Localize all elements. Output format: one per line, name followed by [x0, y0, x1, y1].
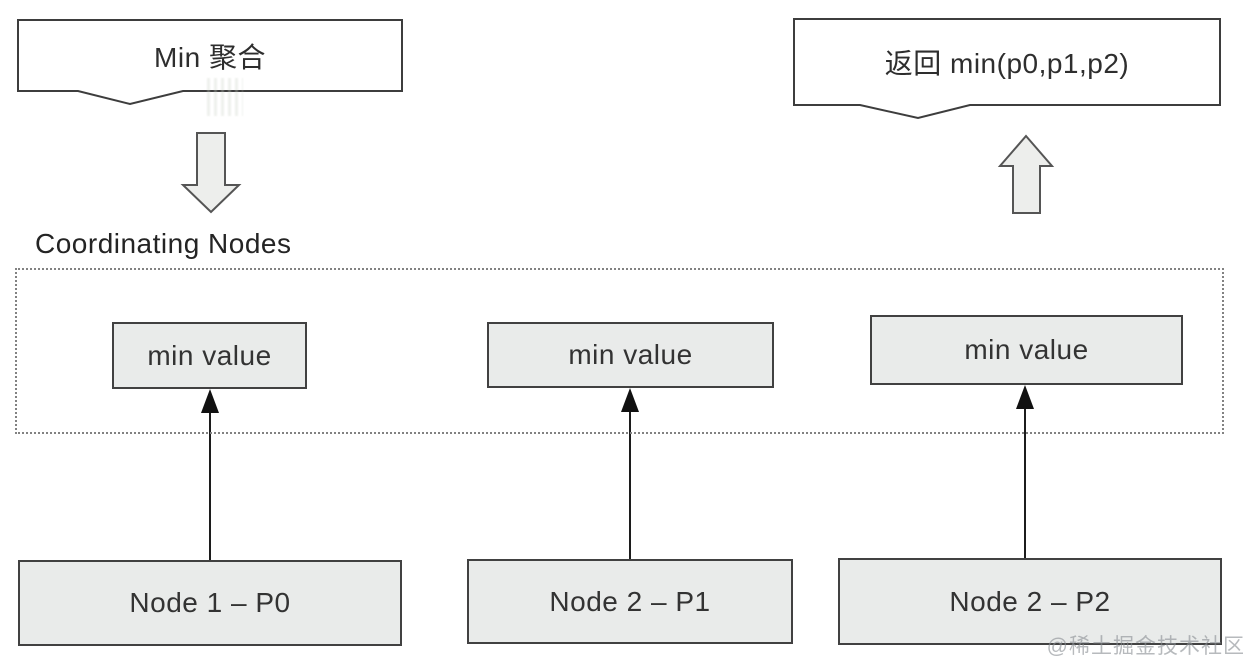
min-value-box-2-label: min value — [568, 339, 693, 370]
block-arrow-up-icon — [997, 134, 1055, 214]
callout-return-min-shape — [793, 18, 1221, 120]
node-box-2-label: Node 2 – P1 — [549, 585, 711, 617]
min-value-box-1: min value — [112, 322, 307, 389]
node-box-1-label: Node 1 – P0 — [129, 587, 291, 618]
ghost-watermark-artifact — [207, 78, 243, 116]
coordinating-nodes-container — [15, 268, 1224, 434]
node-box-2: Node 2 – P1 — [467, 559, 793, 644]
node-box-3-label: Node 2 – P2 — [949, 585, 1111, 617]
min-value-box-1-label: min value — [147, 339, 272, 371]
arrow-node2p2-to-minvalue-head — [1016, 385, 1034, 409]
arrow-node1-to-minvalue-head — [201, 389, 219, 413]
block-arrow-down-icon — [180, 132, 242, 214]
min-value-box-3: min value — [870, 315, 1183, 385]
callout-min-aggregation-label: Min 聚合 — [154, 41, 266, 73]
min-value-box-3-label: min value — [964, 334, 1089, 365]
min-value-box-2: min value — [487, 322, 774, 388]
callout-min-aggregation-shape — [17, 19, 403, 106]
arrow-node2p1-to-minvalue-head — [621, 388, 639, 412]
site-watermark: @稀土掘金技术社区 — [1046, 635, 1245, 658]
coordinating-nodes-label: Coordinating Nodes — [35, 228, 292, 259]
node-box-3: Node 2 – P2 — [838, 558, 1222, 645]
node-box-1: Node 1 – P0 — [18, 560, 402, 646]
callout-return-min-label: 返回 min(p0,p1,p2) — [884, 48, 1130, 79]
